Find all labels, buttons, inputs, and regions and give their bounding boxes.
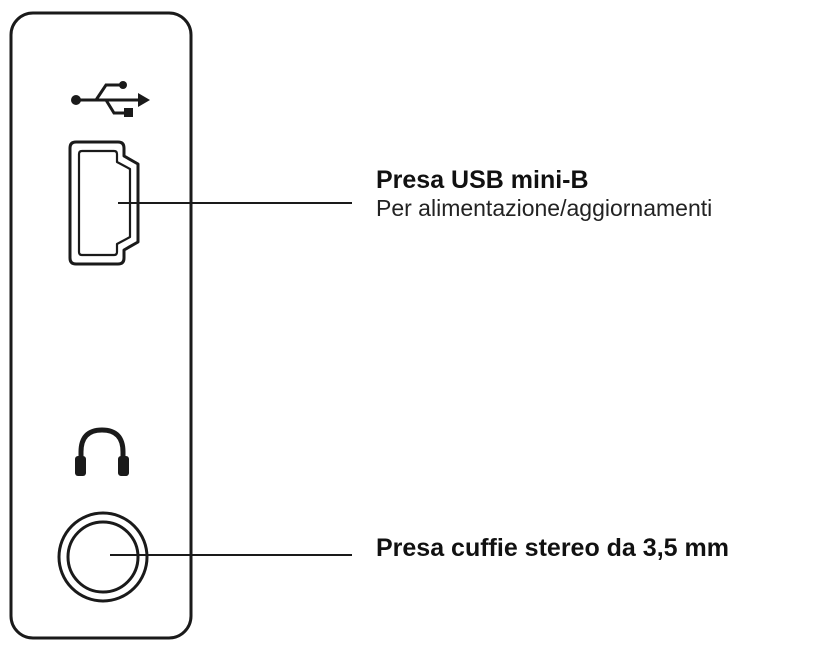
device-panel [9,11,193,640]
usb-callout-title: Presa USB mini-B [376,166,589,194]
usb-icon [71,81,150,117]
usb-callout: Presa USB mini-B Per alimentazione/aggio… [376,166,712,221]
usb-callout-subtitle: Per alimentazione/aggiornamenti [376,194,713,221]
headphones-icon [75,427,129,476]
audio-callout-title: Presa cuffie stereo da 3,5 mm [376,534,729,562]
audio-callout: Presa cuffie stereo da 3,5 mm [376,534,729,563]
headphone-jack [57,511,149,603]
usb-mini-b-port [68,140,140,266]
